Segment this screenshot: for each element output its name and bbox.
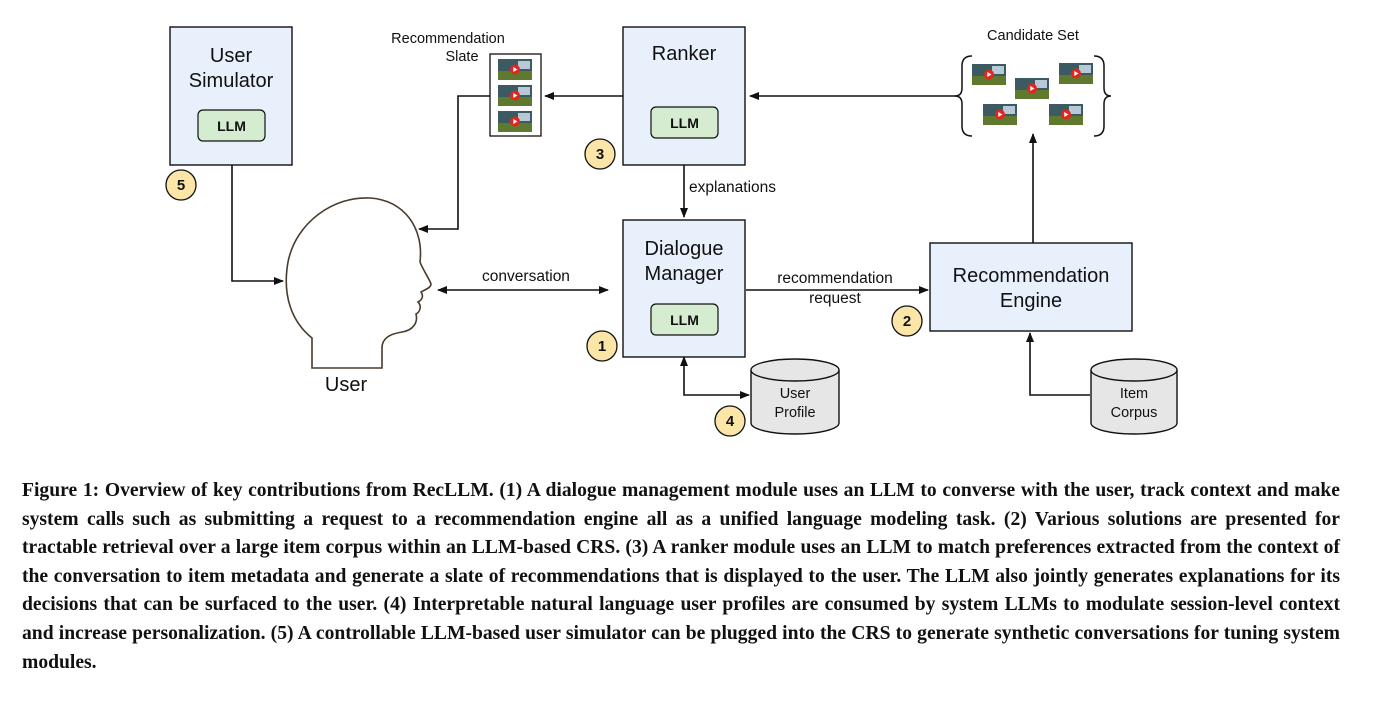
svg-text:4: 4 (726, 413, 735, 430)
ranker-title: Ranker (652, 43, 717, 65)
slate-thumbnail-2 (498, 85, 532, 106)
edge-dialogue-profile (680, 356, 750, 399)
slate-title-line2: Slate (445, 49, 478, 65)
dialogue-manager-title-line2: Manager (645, 263, 724, 285)
edge-corpus-to-engine (1026, 332, 1090, 396)
candidate-thumbnail-4 (983, 104, 1017, 125)
user-simulator-box (169, 26, 293, 166)
ranker-module: Ranker LLM (622, 26, 746, 166)
recommendation-engine-module: Recommendation Engine (929, 242, 1133, 332)
user-simulator-llm-label: LLM (217, 118, 246, 134)
figure-caption: Figure 1: Overview of key contributions … (22, 480, 1340, 673)
ranker-llm-label: LLM (670, 115, 699, 131)
edge-slate-to-user (418, 95, 490, 233)
ranker-llm-chip (650, 106, 719, 139)
dialogue-manager-module: Dialogue Manager LLM (622, 219, 746, 358)
user-label: User (325, 374, 368, 396)
user-figure: User (285, 197, 432, 396)
item-corpus-store: Item Corpus (1090, 358, 1178, 435)
architecture-diagram: User Simulator LLM Ranker LLM Dialogue M… (165, 26, 1178, 437)
user-profile-cylinder-top (750, 358, 840, 382)
item-corpus-label-line1: Item (1120, 386, 1148, 402)
item-corpus-cylinder-top (1090, 358, 1178, 382)
item-corpus-cylinder (1090, 370, 1178, 435)
user-simulator-llm-chip (197, 109, 266, 142)
user-simulator-module: User Simulator LLM (169, 26, 293, 166)
right-brace-icon (1093, 55, 1112, 137)
slate-thumbnail-3 (498, 111, 532, 132)
svg-text:3: 3 (596, 146, 604, 163)
recommendation-engine-title-line2: Engine (1000, 290, 1062, 312)
user-profile-label-line1: User (780, 386, 811, 402)
dialogue-manager-llm-label: LLM (670, 312, 699, 328)
ranker-box (622, 26, 746, 166)
slate-title-line1: Recommendation (391, 31, 505, 47)
badge-2: 2 (891, 305, 923, 337)
svg-text:2: 2 (903, 313, 911, 330)
badge-5: 5 (165, 169, 197, 201)
recommendation-request-label-line2: request (809, 290, 861, 307)
candidate-set: Candidate Set (954, 28, 1112, 137)
user-profile-cylinder (750, 370, 840, 435)
left-brace-icon (954, 55, 973, 137)
recommendation-request-label-line1: recommendation (777, 270, 892, 287)
recommendation-slate: Recommendation Slate (391, 31, 542, 137)
dialogue-manager-title-line1: Dialogue (645, 238, 724, 260)
recommendation-engine-title-line1: Recommendation (953, 265, 1110, 287)
slate-thumbnail-1 (498, 59, 532, 80)
user-simulator-title-line1: User (210, 45, 253, 67)
dialogue-manager-llm-chip (650, 303, 719, 336)
user-head-icon (285, 197, 432, 369)
user-simulator-title-line2: Simulator (189, 70, 274, 92)
item-corpus-label-line2: Corpus (1111, 405, 1158, 421)
badge-4: 4 (714, 405, 746, 437)
candidate-set-title: Candidate Set (987, 28, 1079, 44)
candidate-thumbnail-3 (1059, 63, 1093, 84)
user-profile-label-line2: Profile (774, 405, 815, 421)
recommendation-engine-box (929, 242, 1133, 332)
svg-text:1: 1 (598, 338, 606, 355)
edge-simulator-to-user (231, 165, 284, 285)
badge-3: 3 (584, 138, 616, 170)
conversation-label: conversation (482, 268, 570, 285)
candidate-thumbnail-2 (1015, 78, 1049, 99)
svg-text:5: 5 (177, 177, 185, 194)
explanations-label: explanations (689, 179, 776, 196)
candidate-thumbnail-1 (972, 64, 1006, 85)
candidate-thumbnail-5 (1049, 104, 1083, 125)
edges (231, 92, 1090, 399)
user-profile-store: User Profile (750, 358, 840, 435)
badge-1: 1 (586, 330, 618, 362)
